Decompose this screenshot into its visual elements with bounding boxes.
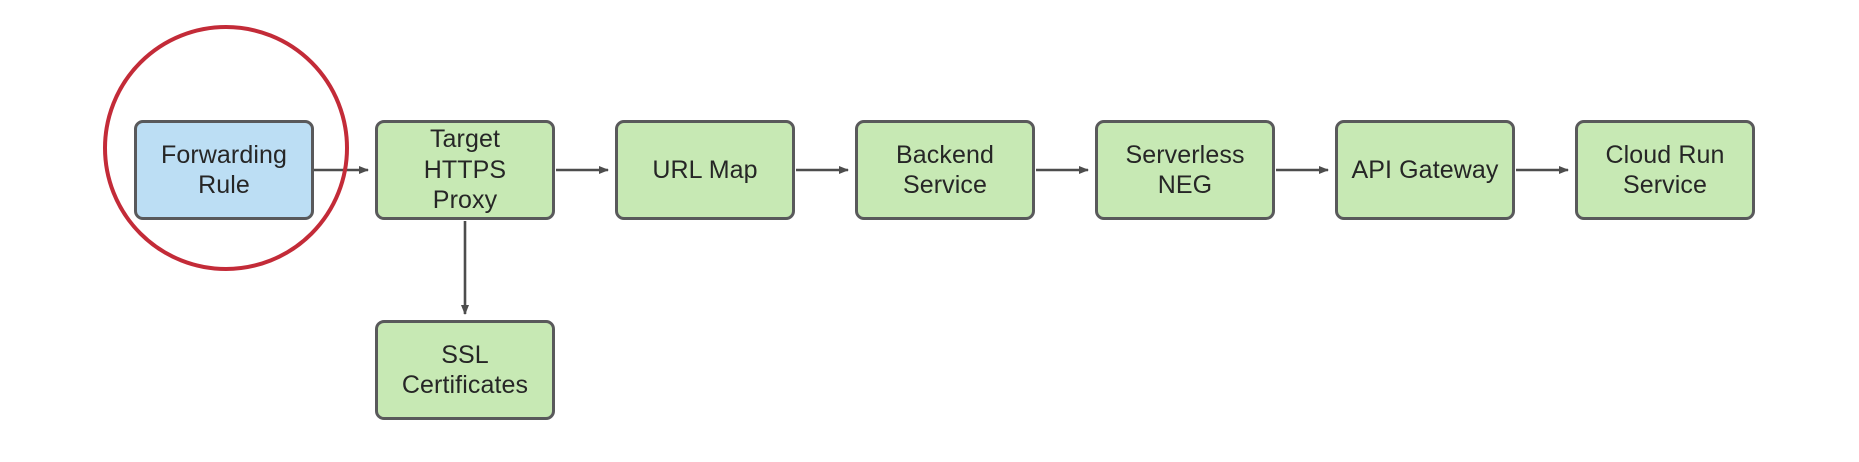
node-cloud-run-service[interactable]: Cloud Run Service <box>1575 120 1755 220</box>
node-backend-service-label: Backend Service <box>896 140 994 200</box>
node-serverless-neg-label: Serverless NEG <box>1125 140 1245 200</box>
node-target-https-proxy-label: Target HTTPS Proxy <box>423 125 507 215</box>
node-ssl-certificates[interactable]: SSL Certificates <box>375 320 555 420</box>
node-cloud-run-service-label: Cloud Run Service <box>1605 140 1725 200</box>
node-api-gateway[interactable]: API Gateway <box>1335 120 1515 220</box>
node-backend-service[interactable]: Backend Service <box>855 120 1035 220</box>
node-forwarding-rule[interactable]: Forwarding Rule <box>134 120 314 220</box>
node-url-map[interactable]: URL Map <box>615 120 795 220</box>
node-api-gateway-label: API Gateway <box>1351 155 1499 184</box>
node-forwarding-rule-label: Forwarding Rule <box>160 140 288 200</box>
node-ssl-certificates-label: SSL Certificates <box>401 340 529 400</box>
node-target-https-proxy[interactable]: Target HTTPS Proxy <box>375 120 555 220</box>
node-serverless-neg[interactable]: Serverless NEG <box>1095 120 1275 220</box>
node-url-map-label: URL Map <box>652 155 758 184</box>
